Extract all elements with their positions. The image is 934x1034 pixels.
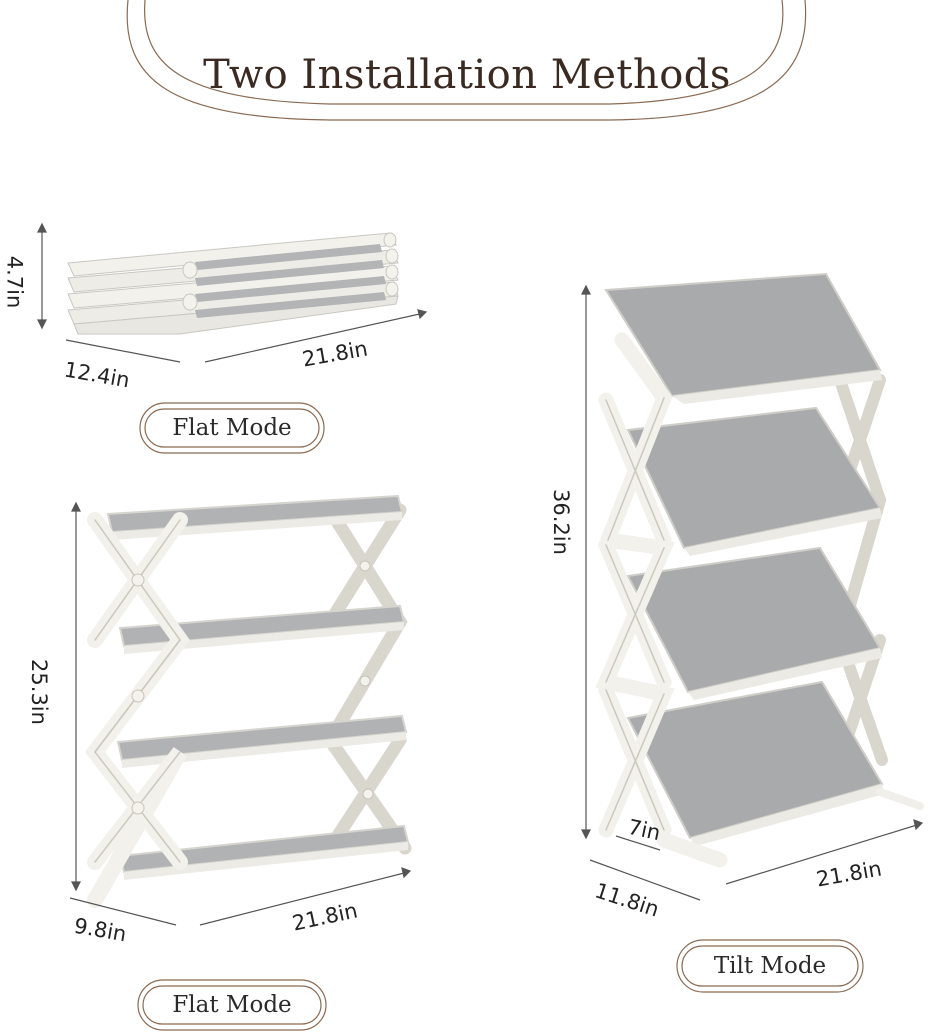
flat-height-label: 25.3in [26,659,51,725]
tilt-rack-illustration [595,272,924,868]
mode-pill-outlines [137,402,864,1031]
folded-rack-illustration [67,232,399,335]
flat-mode-pill-bottom: Flat Mode [172,992,292,1018]
flat-rack-illustration [84,494,412,908]
page-title: Two Installation Methods [203,52,731,98]
flat-dimension-lines [69,501,412,926]
tilt-mode-pill: Tilt Mode [713,953,827,979]
flat-mode-pill-top: Flat Mode [172,415,292,441]
tilt-height-label: 36.2in [548,489,573,555]
folded-height-label: 4.7in [2,255,27,309]
tilt-dimension-lines [581,284,924,901]
folded-dimension-lines [37,222,428,363]
title-frame [126,0,807,121]
